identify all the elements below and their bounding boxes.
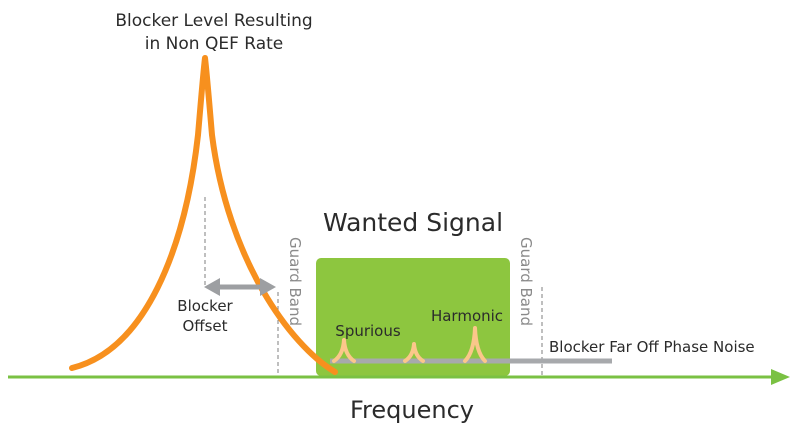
blocker-level-title-line1: Blocker Level Resulting [115, 11, 312, 31]
blocker-level-title-line2: in Non QEF Rate [145, 34, 283, 54]
harmonic-marker [463, 326, 487, 363]
guard-band-left-label: Guard Band [286, 237, 304, 326]
wanted-signal-label: Wanted Signal [323, 208, 503, 237]
spurious-label: Spurious [335, 322, 401, 340]
blocker-offset-label-line2: Offset [182, 317, 227, 335]
phase-noise-label: Blocker Far Off Phase Noise [549, 338, 755, 356]
blocker-offset-label-line1: Blocker [177, 297, 233, 315]
spurious-marker [332, 338, 356, 363]
frequency-axis-arrowhead [771, 369, 790, 385]
frequency-axis-label: Frequency [350, 396, 474, 424]
blocker-curve [69, 55, 338, 375]
guard-band-right-label: Guard Band [517, 237, 535, 326]
wanted-signal-block [316, 258, 510, 376]
blocker-offset-arrow [204, 278, 276, 296]
spur-marker-middle [403, 342, 425, 363]
harmonic-label: Harmonic [431, 307, 503, 325]
